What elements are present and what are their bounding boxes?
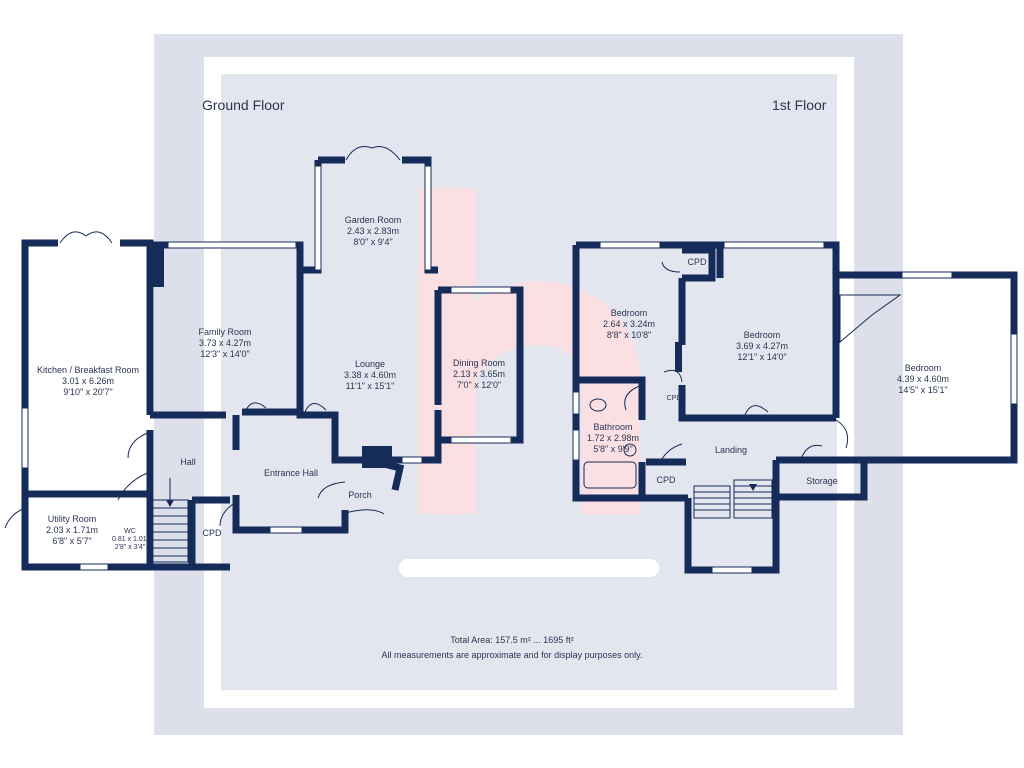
- first-floor-windows: [572, 241, 1018, 574]
- room-label-porch: Porch: [348, 490, 372, 500]
- chimney: [362, 446, 392, 468]
- first-floor-walls: [572, 241, 1018, 574]
- chimney-upstairs: [675, 342, 682, 372]
- disclaimer: All measurements are approximate and for…: [381, 650, 643, 660]
- room-label-storage: Storage: [806, 476, 838, 486]
- first-floor-title: 1st Floor: [772, 97, 827, 113]
- frame-inner: [221, 74, 837, 690]
- room-label-hall: Hall: [180, 457, 196, 467]
- room-label-cpd-bath: CPD: [666, 395, 682, 402]
- total-area: Total Area: 157.5 m² ... 1695 ft²: [450, 635, 574, 645]
- first-floor-stairs: [693, 479, 773, 519]
- ground-floor-doors: [4, 146, 401, 529]
- ground-floor-windows: [21, 165, 512, 571]
- room-label-landing: Landing: [714, 445, 748, 455]
- ground-floor-walls: [21, 156, 524, 571]
- room-label-cpd-top: CPD: [687, 257, 707, 267]
- chimney-family: [150, 245, 164, 287]
- first-stairs-arrow: [749, 484, 757, 491]
- room-label-cpd-ground: CPD: [202, 528, 222, 538]
- scrollbar-shape: [399, 559, 659, 577]
- room-label-cpd-landing: CPD: [656, 475, 676, 485]
- stairs-arrow-down: [166, 500, 174, 507]
- room-label-entrance: Entrance Hall: [263, 468, 319, 478]
- ground-floor-title: Ground Floor: [202, 97, 285, 113]
- first-floor-doors: [583, 261, 902, 489]
- room-label-wc: WC0.81 x 1.01m2'8" x 3'4": [112, 528, 148, 551]
